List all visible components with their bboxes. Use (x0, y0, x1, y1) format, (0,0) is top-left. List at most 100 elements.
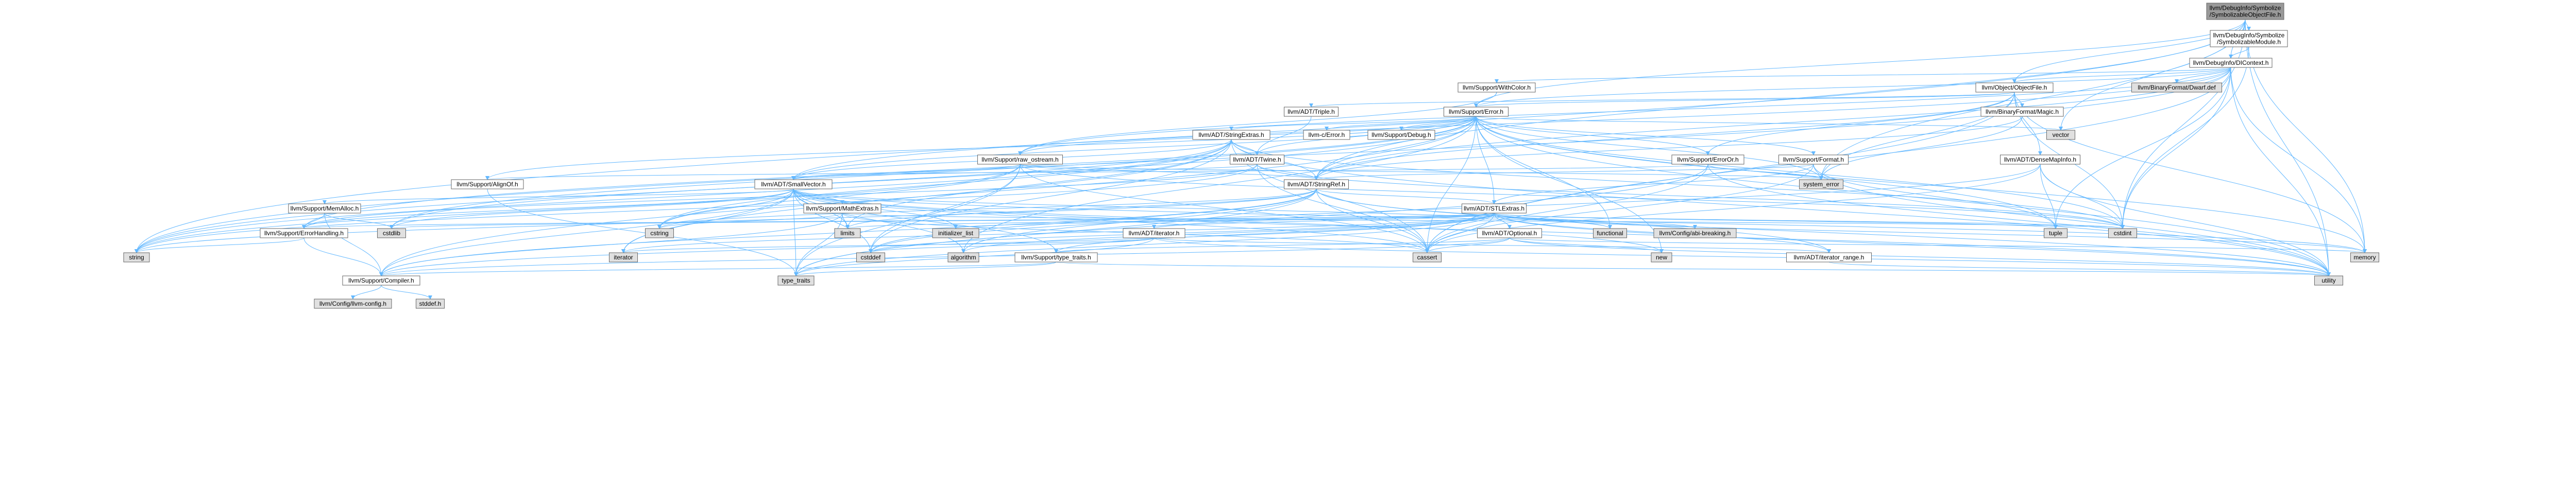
edge-error-to-stringextras (1229, 116, 1477, 131)
node-functional: functional (1593, 228, 1627, 238)
edge-rawostream-to-cstdint (1020, 164, 2125, 229)
node-label: limits (840, 230, 854, 237)
node-format[interactable]: llvm/Support/Format.h (1778, 154, 1849, 165)
node-label: utility (2321, 277, 2335, 284)
node-dicontext[interactable]: llvm/DebugInfo/DIContext.h (2189, 58, 2273, 68)
edge-error-to-cstdint (1476, 116, 2125, 229)
node-llvmconfig: llvm/Config/llvm-config.h (314, 299, 392, 309)
node-stlextras[interactable]: llvm/ADT/STLExtras.h (1462, 203, 1527, 214)
node-stringref[interactable]: llvm/ADT/StringRef.h (1284, 179, 1349, 189)
node-label: system_error (1803, 181, 1839, 188)
edge-erroror-to-systemerror (1707, 164, 1823, 180)
node-box (123, 252, 150, 263)
node-label: functional (1597, 230, 1623, 237)
edge-objectfile-to-densemapinfo (2014, 92, 2042, 155)
edge-compiler-to-stddef (381, 285, 432, 300)
node-smallvector[interactable]: llvm/ADT/SmallVector.h (754, 179, 833, 189)
edge-erroror-to-utility (1707, 164, 2331, 276)
node-initlist: initializer_list (932, 228, 979, 238)
node-objectfile[interactable]: llvm/Object/ObjectFile.h (1975, 82, 2054, 93)
node-optional[interactable]: llvm/ADT/Optional.h (1477, 228, 1542, 238)
node-label: vector (2053, 131, 2070, 138)
node-box (1671, 154, 1744, 165)
node-cerror[interactable]: llvm-c/Error.h (1303, 130, 1350, 140)
node-box (803, 203, 882, 214)
node-box (1799, 179, 1843, 189)
edge-iteratorh-to-iterator (621, 237, 1155, 253)
node-label: llvm/ADT/iterator_range.h (1794, 254, 1865, 261)
node-errorhandling[interactable]: llvm/Support/ErrorHandling.h (260, 228, 348, 238)
node-box (2044, 228, 2067, 238)
edge-optional-to-new (1509, 237, 1664, 253)
node-mathextras[interactable]: llvm/Support/MathExtras.h (803, 203, 882, 214)
node-box (2131, 82, 2222, 93)
node-densemapinfo[interactable]: llvm/ADT/DenseMapInfo.h (2000, 154, 2080, 165)
edge-optional-to-typetraitsh (1054, 237, 1510, 253)
edge-root-to-symmod (2245, 19, 2251, 31)
node-box (1230, 154, 1284, 165)
edge-stlextras-to-cstdlib (390, 213, 1495, 229)
edge-root-to-stringref (1314, 19, 2246, 180)
edge-optional-to-cassert (1425, 237, 1510, 253)
node-box (1444, 107, 1509, 117)
edge-smallvector-to-utility (793, 188, 2331, 276)
edge-error-to-twine (1255, 116, 1477, 155)
node-cstdlib: cstdlib (377, 228, 406, 238)
edge-optional-to-compiler (379, 237, 1510, 276)
edge-stringref-to-iterrange (1316, 188, 1831, 253)
node-withcolor[interactable]: llvm/Support/WithColor.h (1458, 82, 1536, 93)
node-label: llvm/ADT/iterator.h (1129, 230, 1180, 237)
node-limits: limits (834, 228, 861, 238)
edge-dicontext-to-string (134, 67, 2231, 253)
node-box (1367, 130, 1435, 140)
node-magic[interactable]: llvm/BinaryFormat/Magic.h (1980, 107, 2064, 117)
node-root: llvm/DebugInfo/Symbolize/SymbolizableObj… (2206, 3, 2284, 20)
edge-densemapinfo-to-cstdint (2040, 164, 2125, 229)
node-label: initializer_list (938, 230, 974, 237)
node-box (2206, 3, 2284, 20)
node-box (777, 275, 815, 286)
node-iteratorh[interactable]: llvm/ADT/iterator.h (1123, 228, 1185, 238)
edge-smallvector-to-memory (793, 188, 2367, 253)
node-stddef: stddef.h (416, 299, 445, 309)
node-box (834, 228, 861, 238)
node-layer: llvm/DebugInfo/Symbolize/SymbolizableObj… (123, 3, 2379, 309)
edge-smallvector-to-cassert (793, 188, 1429, 253)
node-stringextras[interactable]: llvm/ADT/StringExtras.h (1192, 130, 1270, 140)
node-box (1413, 252, 1442, 263)
edge-stlextras-to-databreak (1494, 213, 1697, 229)
edge-format-to-stlextras (1492, 164, 1814, 204)
node-label: llvm/DebugInfo/Symbolize (2213, 32, 2285, 39)
edge-mathextras-to-cstdint (842, 213, 2124, 229)
node-box (416, 299, 445, 309)
node-box (1980, 107, 2064, 117)
node-iterrange[interactable]: llvm/ADT/iterator_range.h (1786, 252, 1872, 263)
node-debug[interactable]: llvm/Support/Debug.h (1367, 130, 1435, 140)
node-algorithm: algorithm (947, 252, 979, 263)
node-label: /SymbolizableObjectFile.h (2210, 11, 2281, 19)
node-box (2189, 58, 2273, 68)
edge-memalloc-to-compiler (324, 213, 383, 276)
node-box (1462, 203, 1527, 214)
edge-dicontext-to-tuple (2054, 67, 2231, 229)
edge-errorhandling-to-compiler (303, 237, 383, 276)
node-twine[interactable]: llvm/ADT/Twine.h (1230, 154, 1284, 165)
node-error[interactable]: llvm/Support/Error.h (1444, 107, 1509, 117)
node-triple[interactable]: llvm/ADT/Triple.h (1284, 107, 1338, 117)
node-alignof[interactable]: llvm/Support/AlignOf.h (451, 179, 524, 189)
edge-stlextras-to-optional (1494, 213, 1512, 229)
edge-objectfile-to-stringref (1314, 92, 2015, 180)
edge-rawostream-to-typetraits (794, 164, 1021, 276)
edge-iteratorh-to-cstddef (869, 237, 1155, 253)
edge-stlextras-to-iterator (621, 213, 1495, 253)
edge-stringref-to-string (134, 188, 1317, 253)
node-compiler[interactable]: llvm/Support/Compiler.h (342, 275, 420, 286)
node-rawostream[interactable]: llvm/Support/raw_ostream.h (977, 154, 1063, 165)
node-typetraitsh[interactable]: llvm/Support/type_traits.h (1014, 252, 1098, 263)
node-symmod[interactable]: llvm/DebugInfo/Symbolize/SymbolizableMod… (2210, 30, 2288, 47)
node-erroror[interactable]: llvm/Support/ErrorOr.h (1671, 154, 1744, 165)
edge-memalloc-to-cstdlib (324, 213, 394, 229)
edge-error-to-cerror (1325, 116, 1477, 131)
node-memalloc[interactable]: llvm/Support/MemAlloc.h (288, 203, 361, 214)
node-box (1786, 252, 1872, 263)
